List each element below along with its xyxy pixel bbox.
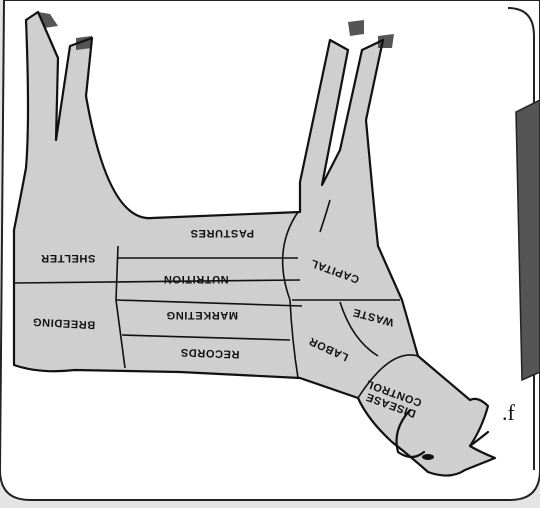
edge-text: .f xyxy=(502,400,516,425)
region-label-shelter: SHELTER xyxy=(41,252,96,264)
hoof-right-rear xyxy=(348,20,364,36)
region-label-records: RECORDS xyxy=(180,346,240,360)
region-label-marketing: MARKETING xyxy=(166,309,238,321)
region-label-nutrition: NUTRITION xyxy=(163,273,228,285)
region-label-pastures: PASTURES xyxy=(190,227,254,239)
eye xyxy=(422,454,434,460)
